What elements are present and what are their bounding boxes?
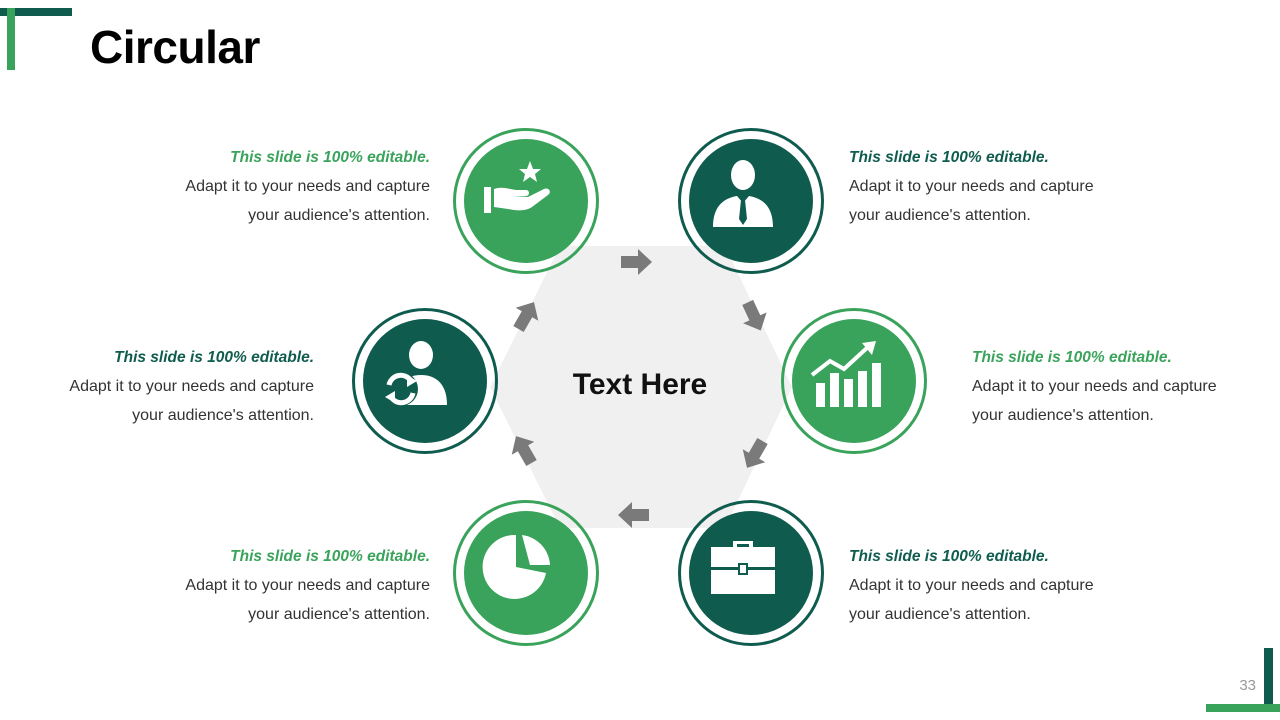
item-heading: This slide is 100% editable. [114,349,314,366]
corner-decoration-top-left [0,8,72,16]
text-block-top-left: This slide is 100% editable. Adapt it to… [130,143,430,230]
page-number: 33 [1239,677,1256,694]
item-heading: This slide is 100% editable. [972,349,1172,366]
text-block-bottom-right: This slide is 100% editable. Adapt it to… [849,542,1149,629]
node-briefcase [678,500,824,646]
item-heading: This slide is 100% editable. [230,149,430,166]
node-user-refresh [352,308,498,454]
arrow-up-left-icon [504,430,544,470]
item-line-2: your audience's attention. [849,606,1031,623]
text-block-middle-left: This slide is 100% editable. Adapt it to… [14,343,314,430]
item-heading: This slide is 100% editable. [849,548,1049,565]
item-line-1: Adapt it to your needs and capture [849,577,1094,594]
corner-decoration-bottom-right-horizontal [1206,704,1280,712]
item-line-1: Adapt it to your needs and capture [849,178,1094,195]
hand-star-icon [484,161,550,213]
item-heading: This slide is 100% editable. [849,149,1049,166]
item-line-2: your audience's attention. [248,606,430,623]
corner-decoration-bottom-right [1264,648,1273,712]
arrow-down-left-icon [735,434,775,474]
item-line-2: your audience's attention. [132,407,314,424]
item-line-1: Adapt it to your needs and capture [972,378,1217,395]
businessman-icon [713,160,773,227]
item-line-1: Adapt it to your needs and capture [69,378,314,395]
arrow-right-icon [616,242,656,282]
item-line-2: your audience's attention. [849,207,1031,224]
text-block-bottom-left: This slide is 100% editable. Adapt it to… [130,542,430,629]
item-heading: This slide is 100% editable. [230,548,430,565]
node-pie-chart [453,500,599,646]
node-hand-star [453,128,599,274]
slide-title: Circular [90,21,260,73]
node-growth-chart [781,308,927,454]
item-line-2: your audience's attention. [248,207,430,224]
item-line-1: Adapt it to your needs and capture [185,577,430,594]
arrow-up-right-icon [506,296,546,336]
text-block-top-right: This slide is 100% editable. Adapt it to… [849,143,1149,230]
item-line-1: Adapt it to your needs and capture [185,178,430,195]
growth-chart-icon [810,341,881,407]
arrow-down-right-icon [734,296,774,336]
item-line-2: your audience's attention. [972,407,1154,424]
text-block-middle-right: This slide is 100% editable. Adapt it to… [972,343,1272,430]
user-refresh-icon [384,341,447,406]
arrow-left-icon [614,495,654,535]
briefcase-icon [711,541,775,594]
pie-chart-icon [482,534,550,599]
node-businessman [678,128,824,274]
corner-decoration-top-left-vertical [7,8,15,70]
center-label: Text Here [572,368,708,401]
